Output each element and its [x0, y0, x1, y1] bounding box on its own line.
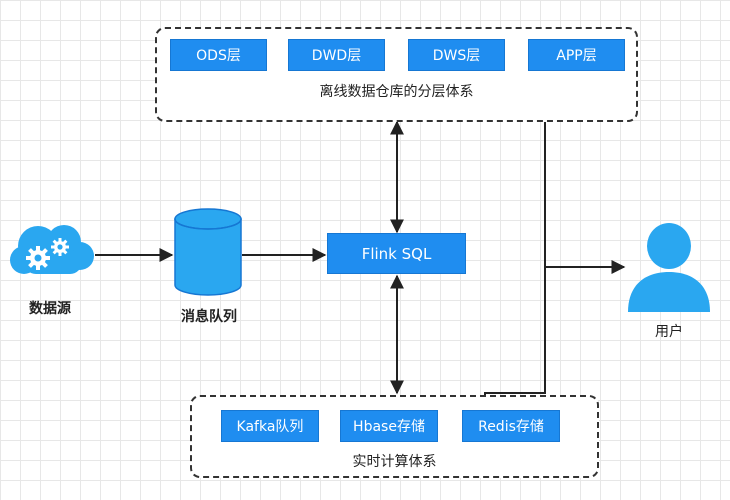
flink-sql-node[interactable]: Flink SQL [327, 233, 466, 274]
realtime-computing-group: Kafka队列 Hbase存储 Redis存储 实时计算体系 [190, 395, 599, 478]
realtime-system-caption: 实时计算体系 [352, 454, 437, 470]
layer-app[interactable]: APP层 [528, 39, 625, 71]
layer-dws[interactable]: DWS层 [408, 39, 505, 71]
user-icon [628, 223, 710, 312]
user-node [624, 222, 714, 314]
database-cylinder-icon [174, 208, 242, 296]
data-source-node [8, 220, 98, 290]
cloud-gears-icon [10, 225, 94, 274]
layer-dwd[interactable]: DWD层 [288, 39, 385, 71]
layer-ods[interactable]: ODS层 [170, 39, 267, 71]
data-source-label: 数据源 [29, 301, 71, 317]
message-queue-label: 消息队列 [181, 309, 237, 325]
user-label: 用户 [655, 324, 683, 340]
message-queue-node [172, 207, 244, 297]
offline-warehouse-group: ODS层 DWD层 DWS层 APP层 离线数据仓库的分层体系 [155, 27, 638, 122]
redis-storage[interactable]: Redis存储 [462, 410, 560, 442]
line-realtime-up [484, 267, 546, 395]
kafka-queue[interactable]: Kafka队列 [221, 410, 319, 442]
offline-system-caption: 离线数据仓库的分层体系 [319, 84, 474, 100]
hbase-storage[interactable]: Hbase存储 [340, 410, 438, 442]
